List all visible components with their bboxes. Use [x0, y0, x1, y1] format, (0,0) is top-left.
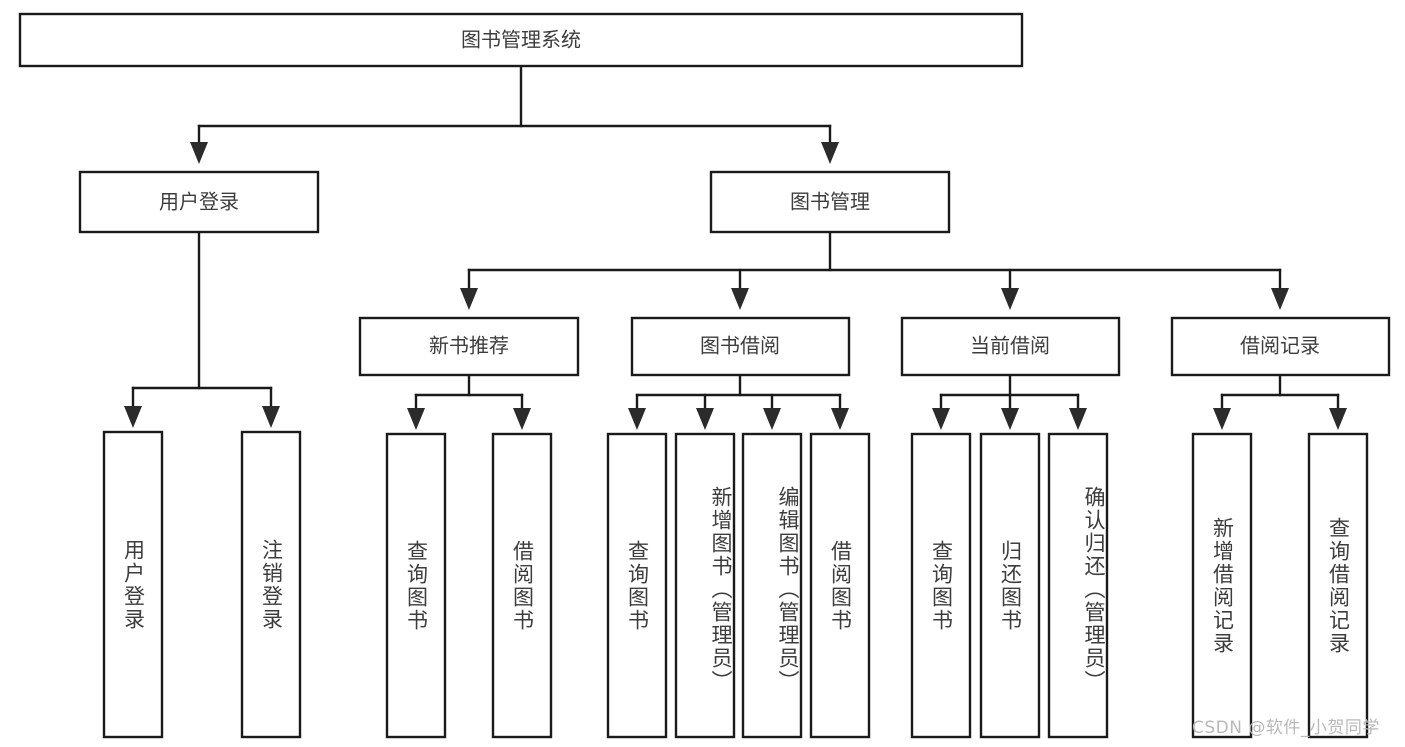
leaf-box-user-login-2[interactable]	[240, 430, 302, 739]
arrow-icon-leaf-current-borrow-1	[932, 408, 950, 430]
node-user-login[interactable]: 用户登录	[78, 170, 320, 234]
arrow-icon-leaf-borrow-record-1	[1213, 408, 1231, 430]
node-new-book-recommend-label: 新书推荐	[429, 334, 509, 358]
arrow-icon-leaf-user-login-2	[262, 406, 280, 428]
arrow-icon-current-borrow	[1001, 288, 1019, 310]
leaf-box-current-borrow-1[interactable]	[910, 432, 972, 739]
node-book-borrow-box[interactable]	[630, 316, 851, 377]
node-current-borrow-label: 当前借阅	[970, 334, 1050, 358]
node-root[interactable]: 图书管理系统	[18, 12, 1024, 68]
node-current-borrow-box[interactable]	[900, 316, 1121, 377]
leaf-box-current-borrow-3[interactable]	[1047, 432, 1109, 739]
arrow-icon-leaf-borrow-record-2	[1329, 408, 1347, 430]
node-book-borrow-label: 图书借阅	[700, 334, 780, 358]
node-borrow-record-box[interactable]	[1170, 316, 1391, 377]
leaf-box-new-book-1[interactable]	[385, 432, 447, 739]
node-current-borrow[interactable]: 当前借阅	[900, 316, 1121, 377]
arrow-icon-new-book	[460, 288, 478, 310]
node-layer: 图书管理系统 用户登录 图书管理 新书推荐 图书借阅 当前	[18, 12, 1391, 739]
node-borrow-record[interactable]: 借阅记录	[1170, 316, 1391, 377]
node-book-manage-box[interactable]	[709, 170, 951, 234]
leaf-box-new-book-2[interactable]	[491, 432, 553, 739]
arrow-icon-leaf-book-borrow-2	[696, 408, 714, 430]
node-book-manage-label: 图书管理	[790, 190, 870, 214]
leaf-box-book-borrow-4[interactable]	[809, 432, 871, 739]
leaf-box-book-borrow-1[interactable]	[606, 432, 668, 739]
node-new-book-recommend[interactable]: 新书推荐	[358, 316, 580, 377]
arrow-icon-leaf-current-borrow-3	[1069, 408, 1087, 430]
arrow-icon-borrow-record	[1271, 288, 1289, 310]
leaf-box-user-login-1[interactable]	[102, 430, 164, 739]
arrow-icon-book-manage	[821, 142, 839, 164]
leaf-box-book-borrow-2[interactable]	[674, 432, 736, 739]
arrow-icon-leaf-user-login-1	[124, 406, 142, 428]
arrow-icon-book-borrow	[731, 288, 749, 310]
arrow-icon-leaf-book-borrow-4	[831, 408, 849, 430]
leaf-box-borrow-record-2[interactable]	[1307, 432, 1369, 739]
node-borrow-record-label: 借阅记录	[1240, 334, 1320, 358]
arrow-icon-leaf-book-borrow-3	[763, 408, 781, 430]
arrow-icon-leaf-current-borrow-2	[1001, 408, 1019, 430]
leaf-box-current-borrow-2[interactable]	[979, 432, 1041, 739]
arrow-icon-user-login	[190, 142, 208, 164]
arrow-icon-leaf-new-book-2	[513, 408, 531, 430]
csdn-watermark: CSDN @软件_小贺同学	[1192, 718, 1380, 738]
node-book-borrow[interactable]: 图书借阅	[630, 316, 851, 377]
node-book-manage[interactable]: 图书管理	[709, 170, 951, 234]
arrow-icon-leaf-book-borrow-1	[628, 408, 646, 430]
node-new-book-recommend-box[interactable]	[358, 316, 580, 377]
leaf-box-borrow-record-1[interactable]	[1191, 432, 1253, 739]
leaf-box-book-borrow-3[interactable]	[741, 432, 803, 739]
node-user-login-box[interactable]	[78, 170, 320, 234]
node-user-login-label: 用户登录	[159, 190, 239, 214]
arrow-icon-leaf-new-book-1	[407, 408, 425, 430]
node-root-label: 图书管理系统	[461, 28, 581, 52]
node-root-box[interactable]	[18, 12, 1024, 68]
